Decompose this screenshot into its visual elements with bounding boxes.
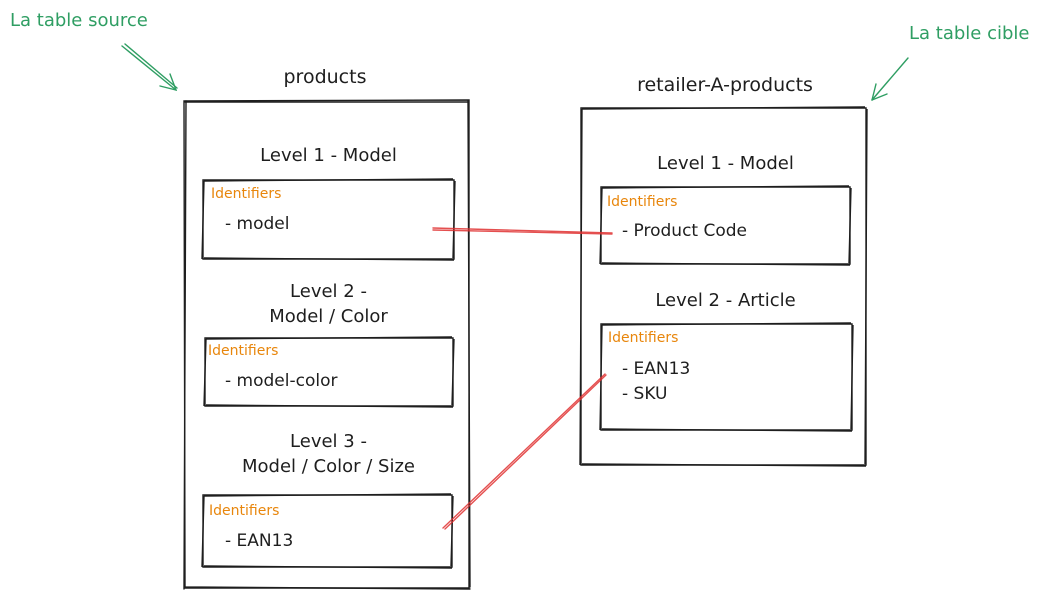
- target-level-1-identifiers-label: Identifiers: [607, 194, 678, 210]
- target-annotation-label: La table cible: [909, 23, 1030, 44]
- target-level-2-identifier-item-sku: - SKU: [622, 384, 668, 404]
- source-level-3-title-line-2: Model / Color / Size: [241, 456, 415, 477]
- target-level-2-box: [599, 322, 854, 432]
- source-level-1-title: Level 1 - Model: [203, 143, 454, 168]
- connector-model-to-product-code: [432, 227, 613, 235]
- source-level-2-identifiers-label: Identifiers: [208, 343, 279, 359]
- target-table-box: [579, 106, 868, 467]
- source-level-3-title-line-1: Level 3 -: [290, 431, 367, 452]
- source-level-1-identifier-item: - model: [225, 214, 290, 234]
- source-level-2-box: [203, 336, 455, 408]
- connector-ean13-to-ean13: [442, 373, 607, 530]
- target-level-1-title-line-1: Level 1 - Model: [657, 153, 794, 174]
- source-level-1-identifiers-label: Identifiers: [211, 186, 282, 202]
- source-level-3-box: [201, 493, 454, 569]
- target-level-2-identifiers-label: Identifiers: [608, 330, 679, 346]
- source-table-box: [183, 99, 471, 590]
- source-level-1-box: [201, 178, 456, 261]
- source-table-title: products: [283, 66, 367, 88]
- source-level-2-title: Level 2 - Model / Color: [203, 279, 454, 329]
- target-level-1-box: [599, 185, 852, 266]
- source-level-3-identifier-item: - EAN13: [225, 531, 294, 551]
- source-level-2-identifier-item: - model-color: [225, 371, 338, 391]
- target-level-1-title: Level 1 - Model: [601, 151, 850, 176]
- source-level-2-title-line-1: Level 2 -: [290, 281, 367, 302]
- target-level-2-identifier-item-ean13: - EAN13: [622, 359, 691, 379]
- target-level-2-title-line-1: Level 2 - Article: [655, 290, 796, 311]
- source-annotation-label: La table source: [10, 10, 148, 31]
- source-level-3-title: Level 3 - Model / Color / Size: [203, 429, 454, 479]
- source-level-1-title-line-1: Level 1 - Model: [260, 145, 397, 166]
- source-level-3-identifiers-label: Identifiers: [209, 503, 280, 519]
- target-annotation-arrow: [871, 57, 909, 101]
- target-level-1-identifier-item: - Product Code: [622, 221, 748, 241]
- target-level-2-title: Level 2 - Article: [601, 288, 850, 313]
- source-annotation-arrow: [121, 43, 178, 92]
- source-level-2-title-line-2: Model / Color: [269, 306, 388, 327]
- target-table-title: retailer-A-products: [637, 74, 813, 96]
